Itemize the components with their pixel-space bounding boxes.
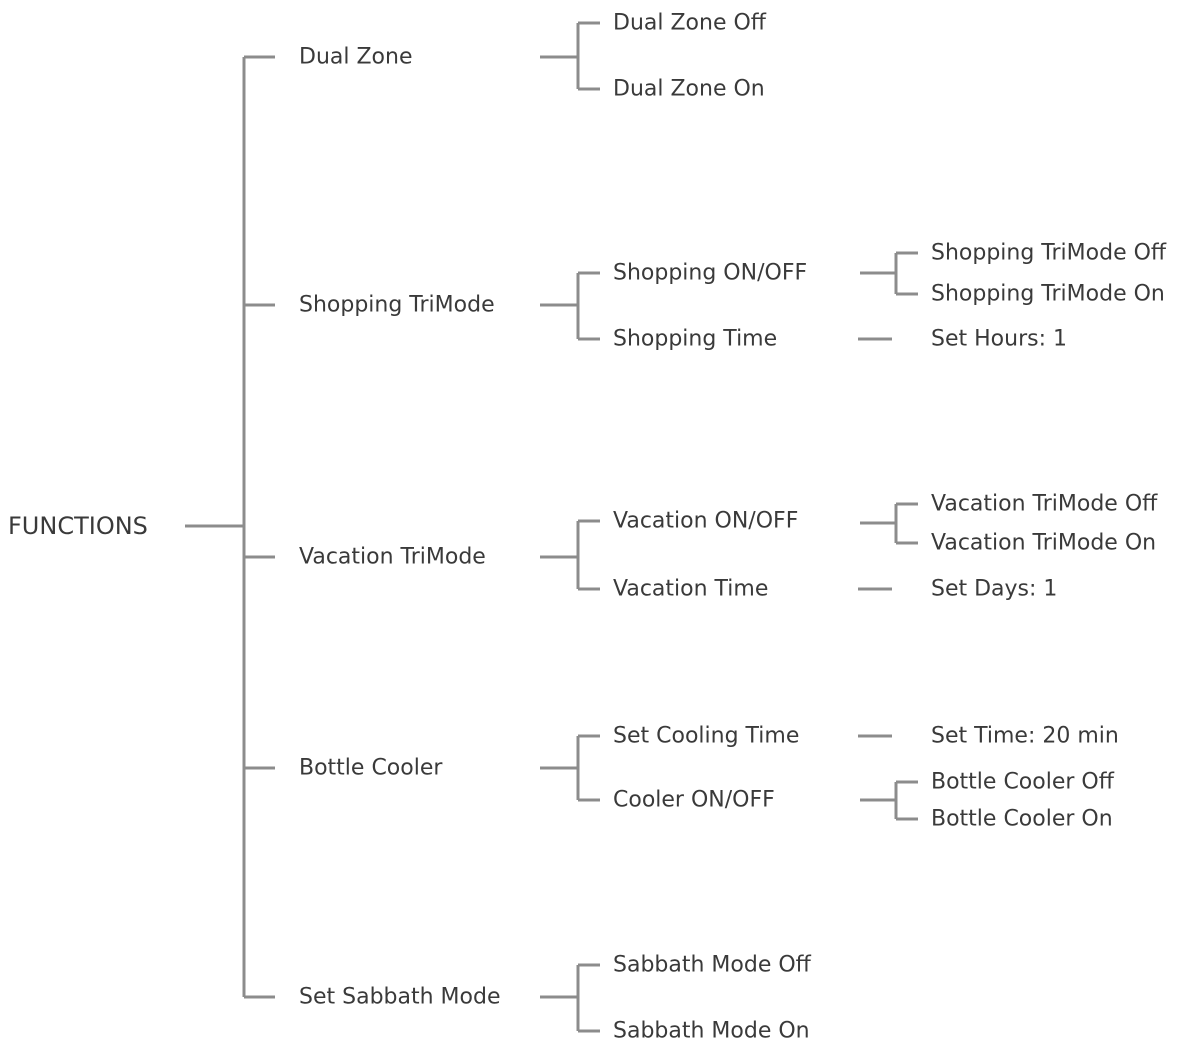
option-set-cooling-time: Set Cooling Time xyxy=(613,724,799,749)
shopping-bracket xyxy=(540,251,918,341)
function-vacation-trimode: Vacation TriMode xyxy=(299,545,486,570)
node-labels: FUNCTIONS Dual Zone Shopping TriMode Vac… xyxy=(8,11,1167,1044)
value-vacation-trimode-off: Vacation TriMode Off xyxy=(931,492,1158,517)
value-shopping-trimode-off: Shopping TriMode Off xyxy=(931,241,1167,266)
function-dual-zone: Dual Zone xyxy=(299,45,412,70)
value-set-days: Set Days: 1 xyxy=(931,577,1057,602)
dual-zone-bracket xyxy=(540,21,600,91)
option-sabbath-mode-on: Sabbath Mode On xyxy=(613,1019,810,1044)
sabbath-bracket xyxy=(540,963,600,1033)
value-set-time: Set Time: 20 min xyxy=(931,724,1119,749)
value-bottle-cooler-off: Bottle Cooler Off xyxy=(931,770,1115,795)
option-shopping-on-off: Shopping ON/OFF xyxy=(613,261,807,286)
bottle-cooler-bracket xyxy=(540,734,918,821)
option-sabbath-mode-off: Sabbath Mode Off xyxy=(613,953,812,978)
function-shopping-trimode: Shopping TriMode xyxy=(299,293,495,318)
function-set-sabbath-mode: Set Sabbath Mode xyxy=(299,985,500,1010)
option-vacation-time: Vacation Time xyxy=(613,577,768,602)
value-set-hours: Set Hours: 1 xyxy=(931,327,1067,352)
root-node-label: FUNCTIONS xyxy=(8,512,148,540)
option-cooler-on-off: Cooler ON/OFF xyxy=(613,788,775,813)
function-bottle-cooler: Bottle Cooler xyxy=(299,756,443,781)
value-bottle-cooler-on: Bottle Cooler On xyxy=(931,807,1113,832)
option-shopping-time: Shopping Time xyxy=(613,327,777,352)
value-shopping-trimode-on: Shopping TriMode On xyxy=(931,282,1165,307)
vacation-bracket xyxy=(540,502,918,591)
option-dual-zone-on: Dual Zone On xyxy=(613,77,765,102)
connector-lines xyxy=(185,21,918,1033)
value-vacation-trimode-on: Vacation TriMode On xyxy=(931,531,1156,556)
option-vacation-on-off: Vacation ON/OFF xyxy=(613,509,798,534)
option-dual-zone-off: Dual Zone Off xyxy=(613,11,767,36)
